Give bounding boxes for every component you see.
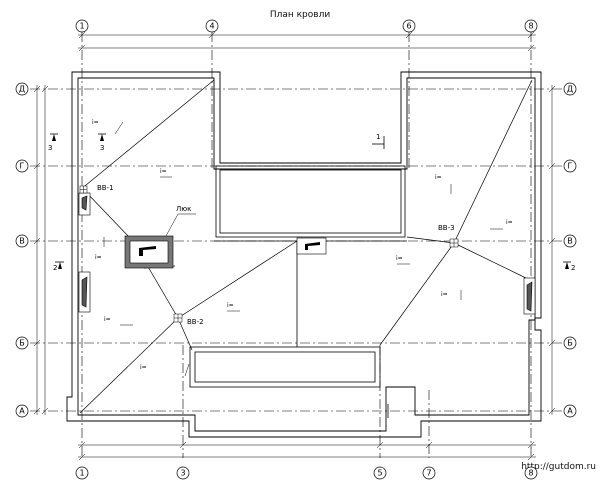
axis-label-right: В — [567, 237, 573, 246]
section-mark-label: 1 — [376, 133, 380, 141]
axis-bubbles-bottom — [75, 466, 538, 480]
axis-label-right: Г — [568, 162, 573, 171]
plan-title: План кровли — [269, 10, 331, 20]
axis-label-top: 8 — [528, 22, 533, 31]
lower-roof-block — [189, 241, 381, 388]
drain-label-vv2: ВВ-2 — [187, 318, 204, 326]
axis-label-top: 6 — [406, 22, 411, 31]
drain-label-vv1: ВВ-1 — [97, 184, 114, 192]
section-mark-label: 2 — [53, 264, 57, 272]
vent-shafts — [78, 192, 536, 315]
axis-bubbles-left — [15, 82, 29, 418]
axis-bubbles-top — [75, 19, 538, 33]
axis-label-left: А — [19, 407, 25, 416]
row-axis-lines — [30, 88, 562, 412]
central-roof-block — [214, 165, 407, 242]
axis-bubbles-right — [563, 82, 577, 418]
slope-label: i= — [506, 219, 513, 226]
axis-label-bottom: 3 — [180, 469, 185, 478]
slope-label: i= — [160, 168, 167, 175]
section-mark-label: 2 — [571, 264, 575, 272]
axis-label-right: Б — [567, 339, 573, 348]
slope-marks — [103, 121, 503, 377]
axis-label-left: Б — [19, 339, 25, 348]
roof-exit — [296, 237, 327, 255]
hatch-label: Люк — [176, 205, 191, 213]
section-marks — [50, 133, 571, 418]
roof-hatch — [124, 235, 174, 269]
axis-label-bottom: 8 — [528, 469, 533, 478]
axis-label-left: Д — [19, 85, 25, 94]
slope-label: i= — [95, 254, 102, 261]
site-url: http://gutdom.ru — [521, 462, 596, 472]
section-mark-label: 3 — [48, 144, 52, 152]
building-outline — [66, 71, 542, 438]
roof-drain-vv3 — [449, 238, 459, 248]
axis-label-left: В — [19, 237, 25, 246]
axis-label-top: 1 — [79, 22, 84, 31]
slope-label: i= — [441, 291, 448, 298]
slope-label: i= — [435, 174, 442, 181]
axis-label-left: Г — [20, 162, 25, 171]
axis-label-top: 4 — [209, 22, 214, 31]
axis-label-bottom: 1 — [79, 469, 84, 478]
axis-label-bottom: 5 — [377, 469, 382, 478]
roof-drain-vv2 — [173, 313, 183, 323]
axis-label-right: А — [567, 407, 573, 416]
roof-drain-vv1 — [79, 185, 88, 194]
slope-label: i= — [104, 316, 111, 323]
axis-label-right: Д — [567, 85, 573, 94]
slope-label: i= — [92, 119, 99, 126]
slope-label: i= — [396, 255, 403, 262]
drain-label-vv3: ВВ-3 — [438, 224, 455, 232]
slope-label: i= — [140, 364, 147, 371]
section-mark-label: 3 — [100, 144, 104, 152]
slope-label: i= — [227, 302, 234, 309]
axis-label-bottom: 7 — [426, 469, 431, 478]
dimension-lines — [33, 31, 556, 461]
